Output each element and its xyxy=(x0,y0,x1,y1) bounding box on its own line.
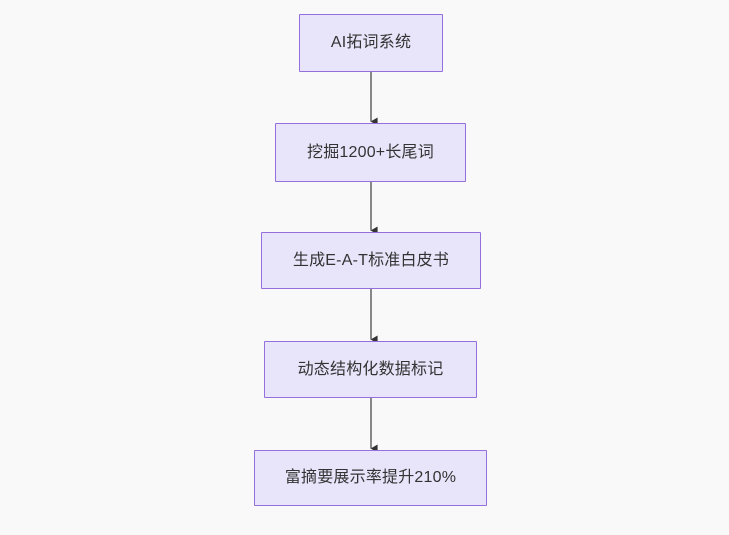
flowchart-node-label: 生成E-A-T标准白皮书 xyxy=(292,251,450,269)
flowchart-node-label: 动态结构化数据标记 xyxy=(297,360,444,378)
flowchart-node-dynamic-structured-data-markup[interactable]: 动态结构化数据标记 xyxy=(264,341,477,398)
flowchart-node-mine-longtail-keywords[interactable]: 挖掘1200+长尾词 xyxy=(275,123,466,182)
flowchart-node-label: AI拓词系统 xyxy=(330,34,412,52)
flowchart-node-rich-snippet-impression-uplift[interactable]: 富摘要展示率提升210% xyxy=(254,450,487,506)
flowchart-node-label: 挖掘1200+长尾词 xyxy=(307,143,434,161)
flowchart-node-generate-eat-whitepaper[interactable]: 生成E-A-T标准白皮书 xyxy=(261,232,481,289)
flowchart-node-label: 富摘要展示率提升210% xyxy=(284,469,457,487)
flowchart-node-ai-keyword-system[interactable]: AI拓词系统 xyxy=(299,14,443,72)
